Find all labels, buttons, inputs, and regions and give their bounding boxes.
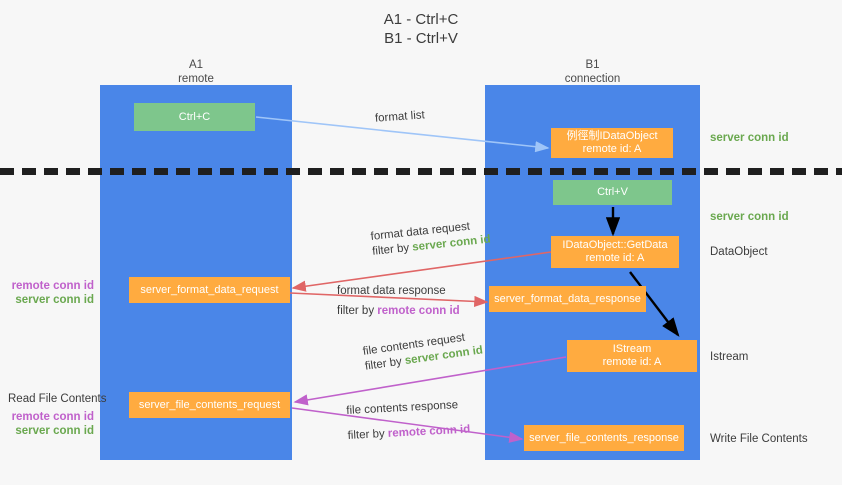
left-label-read-file-contents: Read File Contents (8, 393, 107, 405)
right-label-dataobject: DataObject (710, 246, 768, 258)
left-label-remote-conn-id-1: remote conn id (11, 280, 94, 292)
box-server-file-contents-response[interactable]: server_file_contents_response (524, 425, 684, 451)
page-title: A1 - Ctrl+C B1 - Ctrl+V (0, 10, 842, 48)
annotation-format-data-response: format data response filter by remote co… (337, 284, 460, 319)
annotation-format-data-request-filter-prefix: filter by (371, 241, 413, 258)
box-istream-line2: remote id: A (602, 356, 662, 368)
right-label-write-file-contents: Write File Contents (710, 433, 808, 445)
left-label-server-conn-id-2: server conn id (15, 425, 94, 437)
box-ctrl-c-label: Ctrl+C (178, 110, 211, 123)
left-label-server-conn-id-1: server conn id (15, 294, 94, 306)
left-label-group-1: remote conn id server conn id (8, 279, 94, 307)
annotation-format-data-request: format data request filter by server con… (370, 218, 491, 260)
right-label-istream: Istream (710, 351, 749, 363)
column-header-b1: B1 connection (485, 58, 700, 86)
box-server-format-data-request-label: server_format_data_request (140, 283, 279, 296)
column-header-a1: A1 remote (100, 58, 292, 86)
box-server-file-contents-response-label: server_file_contents_response (529, 431, 679, 444)
title-line-2: B1 - Ctrl+V (384, 30, 458, 47)
column-b1-name: B1 (585, 59, 600, 71)
left-label-remote-conn-id-2: remote conn id (11, 411, 94, 423)
annotation-format-data-response-filter-value: remote conn id (377, 305, 460, 317)
box-ctrl-v[interactable]: Ctrl+V (553, 180, 672, 205)
box-server-format-data-response-label: server_format_data_response (494, 292, 641, 305)
box-istream-line1: IStream (612, 343, 652, 355)
box-idataobject[interactable]: 例徑制IDataObject remote id: A (551, 128, 673, 158)
box-istream[interactable]: IStream remote id: A (567, 340, 697, 372)
left-label-group-2: remote conn id server conn id (8, 410, 94, 438)
annotation-format-data-response-filter: filter by remote conn id (337, 304, 460, 319)
annotation-format-list: format list (374, 109, 426, 125)
annotation-file-contents-request: file contents request filter by server c… (362, 328, 484, 374)
annotation-file-contents-response-filter: filter by remote conn id (347, 423, 470, 444)
column-b1-sub: connection (564, 73, 621, 85)
annotation-file-contents-response-line1: file contents response (346, 399, 459, 417)
box-ctrl-c[interactable]: Ctrl+C (134, 103, 255, 131)
box-server-format-data-request[interactable]: server_format_data_request (129, 277, 290, 303)
right-label-server-conn-id-1: server conn id (710, 132, 789, 144)
annotation-file-contents-request-filter-prefix: filter by (364, 355, 406, 373)
box-server-file-contents-request[interactable]: server_file_contents_request (129, 392, 290, 418)
annotation-file-contents-response: file contents response filter by remote … (346, 398, 471, 444)
box-idataobject-line2: remote id: A (582, 143, 642, 155)
annotation-format-data-response-filter-prefix: filter by (337, 305, 378, 317)
phase-divider (0, 168, 842, 175)
box-getdata-line2: remote id: A (585, 252, 645, 264)
column-a1-sub: remote (178, 73, 214, 85)
annotation-file-contents-response-filter-prefix: filter by (347, 427, 389, 442)
right-label-server-conn-id-2: server conn id (710, 211, 789, 223)
box-idataobject-getdata[interactable]: IDataObject::GetData remote id: A (551, 236, 679, 268)
column-a1-name: A1 (188, 59, 204, 71)
box-getdata-line1: IDataObject::GetData (562, 239, 668, 251)
box-server-file-contents-request-label: server_file_contents_request (138, 398, 281, 411)
box-server-format-data-response[interactable]: server_format_data_response (489, 286, 646, 312)
title-line-1: A1 - Ctrl+C (383, 11, 459, 28)
box-ctrl-v-label: Ctrl+V (597, 186, 628, 198)
annotation-file-contents-response-filter-value: remote conn id (387, 423, 471, 440)
annotation-format-data-response-line1: format data response (337, 285, 446, 297)
box-idataobject-line1: 例徑制IDataObject (566, 130, 658, 142)
